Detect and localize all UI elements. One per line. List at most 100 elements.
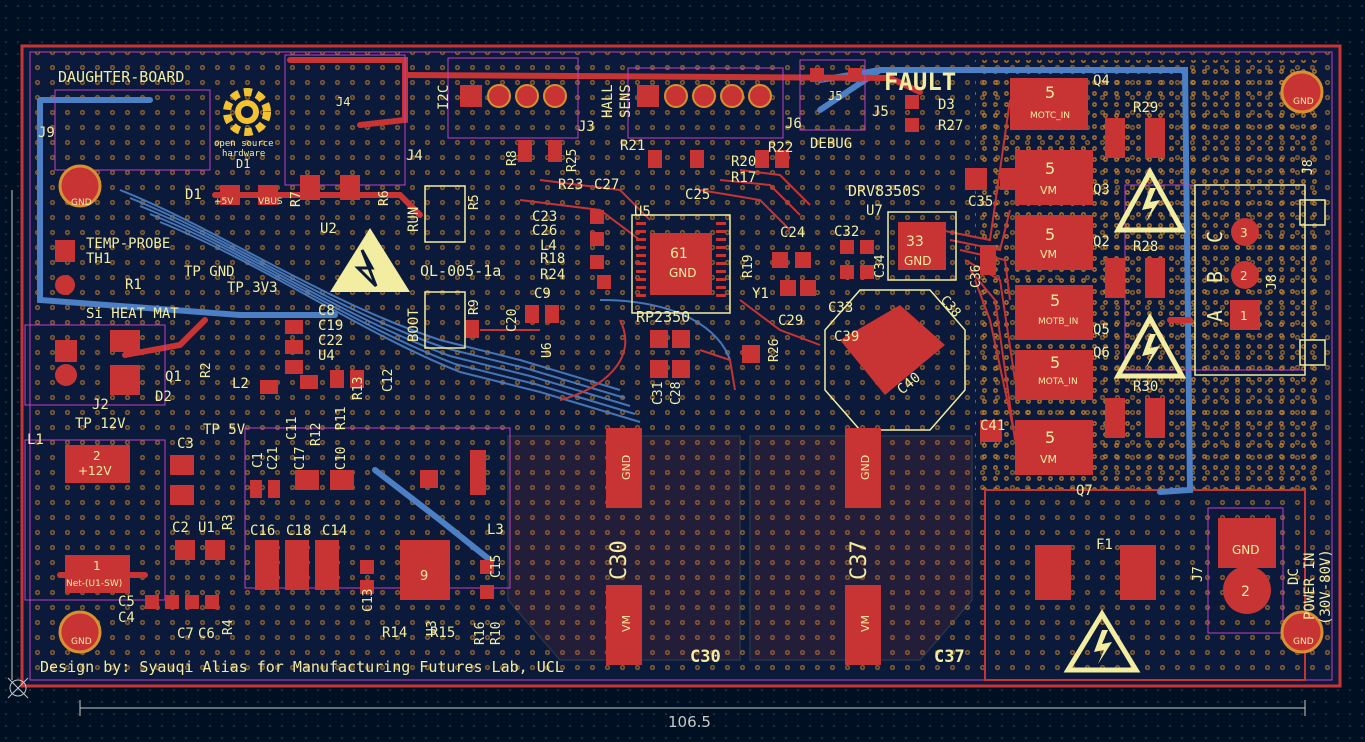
refdes-c31: C31 [651, 382, 666, 405]
refdes-r16: R16 [473, 622, 488, 645]
refdes-r18: R18 [540, 251, 565, 267]
refdes-l1: L1 [27, 432, 44, 448]
refdes-q2: Q2 [1093, 234, 1110, 250]
esd-warning-icon [330, 228, 410, 292]
daughter-board-label: DAUGHTER-BOARD [58, 68, 184, 86]
driver-u7[interactable] [887, 211, 957, 281]
oshw-text-1: open source [214, 139, 274, 149]
refdes-q1: Q1 [165, 369, 182, 385]
pad-label-j7-2: 2 [1241, 584, 1250, 600]
refdes-q4: Q4 [1093, 73, 1110, 89]
refdes-r1: R1 [125, 277, 142, 293]
refdes-c21: C21 [266, 447, 281, 470]
pad-label-hole-ml: GND [71, 198, 92, 208]
phase-a-label: A [1203, 310, 1227, 322]
refdes-c24: C24 [780, 225, 805, 241]
refdes-q5: Q5 [1093, 322, 1110, 338]
pad-label-c30-gnd: GND [620, 455, 633, 480]
refdes-c13: C13 [361, 589, 376, 612]
refdes-c29: C29 [778, 313, 803, 329]
mosfet-pads[interactable] [1010, 78, 1093, 475]
refdes-c7: C7 [177, 626, 194, 642]
refdes-l2: L2 [232, 376, 249, 392]
refdes-u3: U3 [425, 620, 440, 636]
pad-label-motb: MOTB_IN [1038, 317, 1078, 327]
version-label: OL-005-1a [420, 262, 501, 280]
pad-label-q2: 5 [1045, 225, 1055, 244]
pad-label-c37-vm: VM [859, 615, 872, 632]
refdes-c25: C25 [685, 187, 710, 203]
through-hole-pads[interactable] [55, 84, 1276, 614]
pad-label-mcu: 61 [670, 246, 688, 262]
tp-3v3-label: TP 3V3 [227, 280, 278, 296]
refdes-r7: R7 [289, 191, 304, 207]
refdes-l3: L3 [487, 522, 504, 538]
refdes-j3: J3 [578, 119, 595, 135]
capacitor-c40[interactable] [824, 289, 966, 431]
temp-probe-label: TEMP-PROBE [86, 236, 170, 252]
refdes-c37a: C37 [847, 540, 872, 580]
refdes-c23: C23 [532, 209, 557, 225]
mcu-label: RP2350 [636, 308, 690, 326]
dc-in-label-2: POWER IN [1302, 553, 1318, 620]
smd-pads[interactable] [145, 68, 1165, 609]
refdes-r4: R4 [221, 619, 236, 635]
refdes-r5: R5 [467, 194, 482, 210]
refdes-r3: R3 [221, 514, 236, 530]
refdes-c11: C11 [285, 417, 300, 440]
pad-label-12v: +12V [78, 464, 112, 478]
pad-label-hole-tr: GND [1293, 97, 1314, 107]
refdes-r25: R25 [565, 149, 580, 172]
fault-label: FAULT [884, 68, 956, 96]
refdes-r9: R9 [467, 299, 482, 315]
bulk-cap-pads[interactable] [65, 330, 1156, 665]
refdes-d1b: D1 [236, 157, 250, 171]
open-source-hardware-logo-icon [223, 88, 271, 136]
refdes-u2: U2 [320, 221, 337, 237]
refdes-c22: C22 [318, 333, 343, 349]
pad-label-hole-br: GND [1293, 637, 1314, 647]
vm-pour-right [749, 435, 973, 661]
refdes-r24: R24 [540, 267, 565, 283]
refdes-th1: TH1 [86, 251, 111, 267]
refdes-r27: R27 [938, 118, 963, 134]
pad-label-hole-bl: GND [71, 637, 92, 647]
connector-j8[interactable] [1194, 184, 1326, 376]
boot-switch[interactable] [424, 291, 466, 349]
refdes-q6: Q6 [1093, 345, 1110, 361]
pad-label-j8-3: 3 [1240, 226, 1248, 240]
refdes-c8: C8 [318, 303, 335, 319]
capacitor-c40-pad[interactable] [840, 305, 945, 395]
pad-label-j8-2: 2 [1240, 269, 1248, 283]
credit-text: Design by: Syauqi Alias for Manufacturin… [40, 658, 564, 676]
refdes-c18: C18 [286, 523, 311, 539]
refdes-c16: C16 [250, 523, 275, 539]
refdes-r8: R8 [505, 150, 520, 166]
pad-label-q5: 5 [1050, 291, 1060, 310]
run-switch[interactable] [424, 185, 466, 243]
vm-pour-left [507, 435, 741, 661]
dc-in-label-3: (30V-80V) [1318, 549, 1334, 625]
refdes-c28: C28 [669, 382, 684, 405]
mcu-u5[interactable] [631, 214, 731, 314]
refdes-j2: J2 [92, 397, 109, 413]
pad-label-q4: 5 [1045, 83, 1055, 102]
i2c-label: I2C [436, 85, 452, 110]
refdes-c3: C3 [177, 436, 194, 452]
refdes-r2: R2 [199, 362, 214, 378]
refdes-c15: C15 [489, 555, 504, 578]
back-copper-bus [119, 189, 731, 423]
pad-label-q7: 5 [1045, 428, 1055, 447]
refdes-c41: C41 [980, 418, 1005, 434]
refdes-j7: J7 [1191, 566, 1206, 582]
refdes-r29: R29 [1133, 100, 1158, 116]
refdes-r12: R12 [309, 423, 324, 446]
mounting-holes[interactable] [58, 70, 1324, 654]
tp-12v-label: TP 12V [75, 416, 126, 432]
run-label: RUN [406, 207, 422, 232]
refdes-c36: C36 [969, 265, 984, 288]
refdes-r20: R20 [731, 154, 756, 170]
refdes-c19: C19 [318, 318, 343, 334]
